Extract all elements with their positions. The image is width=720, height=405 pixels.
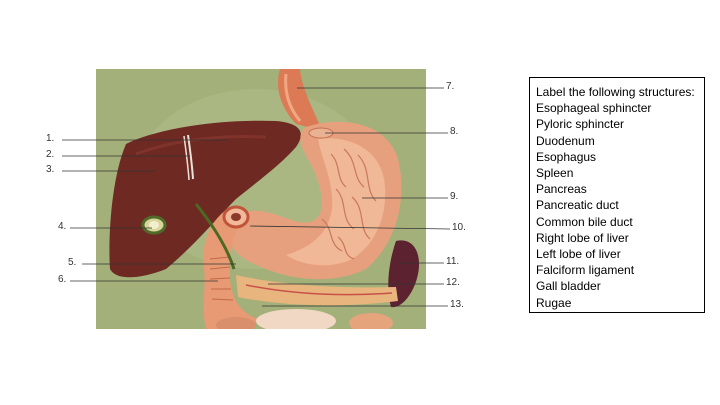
label-number-10: 10. (452, 222, 466, 233)
label-number-2: 2. (46, 149, 55, 160)
legend-item: Rugae (536, 295, 572, 310)
label-number-6: 6. (58, 274, 67, 285)
legend-item: Left lobe of liver (536, 247, 621, 262)
legend-item: Esophagus (536, 149, 597, 164)
label-number-3: 3. (46, 164, 55, 175)
pancreas-shape (236, 275, 398, 306)
legend-item: Pancreas (536, 182, 587, 197)
pancreatic-duct-shape (245, 284, 393, 296)
label-number-4: 4. (58, 221, 67, 232)
label-number-5: 5. (68, 257, 77, 268)
esophagus-shape (277, 69, 322, 131)
legend-item: Pancreatic duct (536, 198, 619, 213)
label-number-7: 7. (446, 81, 455, 92)
label-number-13: 13. (450, 299, 464, 310)
legend-item: Falciform ligament (536, 263, 635, 278)
label-number-12: 12. (446, 277, 460, 288)
label-number-11: 11. (446, 256, 460, 267)
legend-item: Esophageal sphincter (536, 101, 652, 116)
rugae-shape (321, 148, 377, 260)
common-bile-duct-shape (194, 203, 236, 270)
leader-line-10 (249, 225, 451, 230)
legend-item: Pyloric sphincter (536, 117, 625, 132)
legend-item: Right lobe of liver (536, 230, 629, 245)
structures-legend: Label the following structures: Esophage… (529, 77, 705, 313)
legend-item: Duodenum (536, 133, 595, 148)
label-number-8: 8. (450, 126, 459, 137)
legend-item: Gall bladder (536, 279, 601, 294)
liver-shape (109, 120, 301, 278)
legend-item: Spleen (536, 166, 574, 181)
legend-title: Label the following structures: (536, 85, 695, 99)
label-number-1: 1. (46, 133, 55, 144)
legend-item: Common bile duct (536, 214, 633, 229)
legend-list: Esophageal sphincter Pyloric sphincter D… (536, 100, 698, 311)
label-number-9: 9. (450, 191, 459, 202)
falciform-ligament-shape (187, 134, 194, 180)
anatomy-model-image (96, 69, 426, 329)
